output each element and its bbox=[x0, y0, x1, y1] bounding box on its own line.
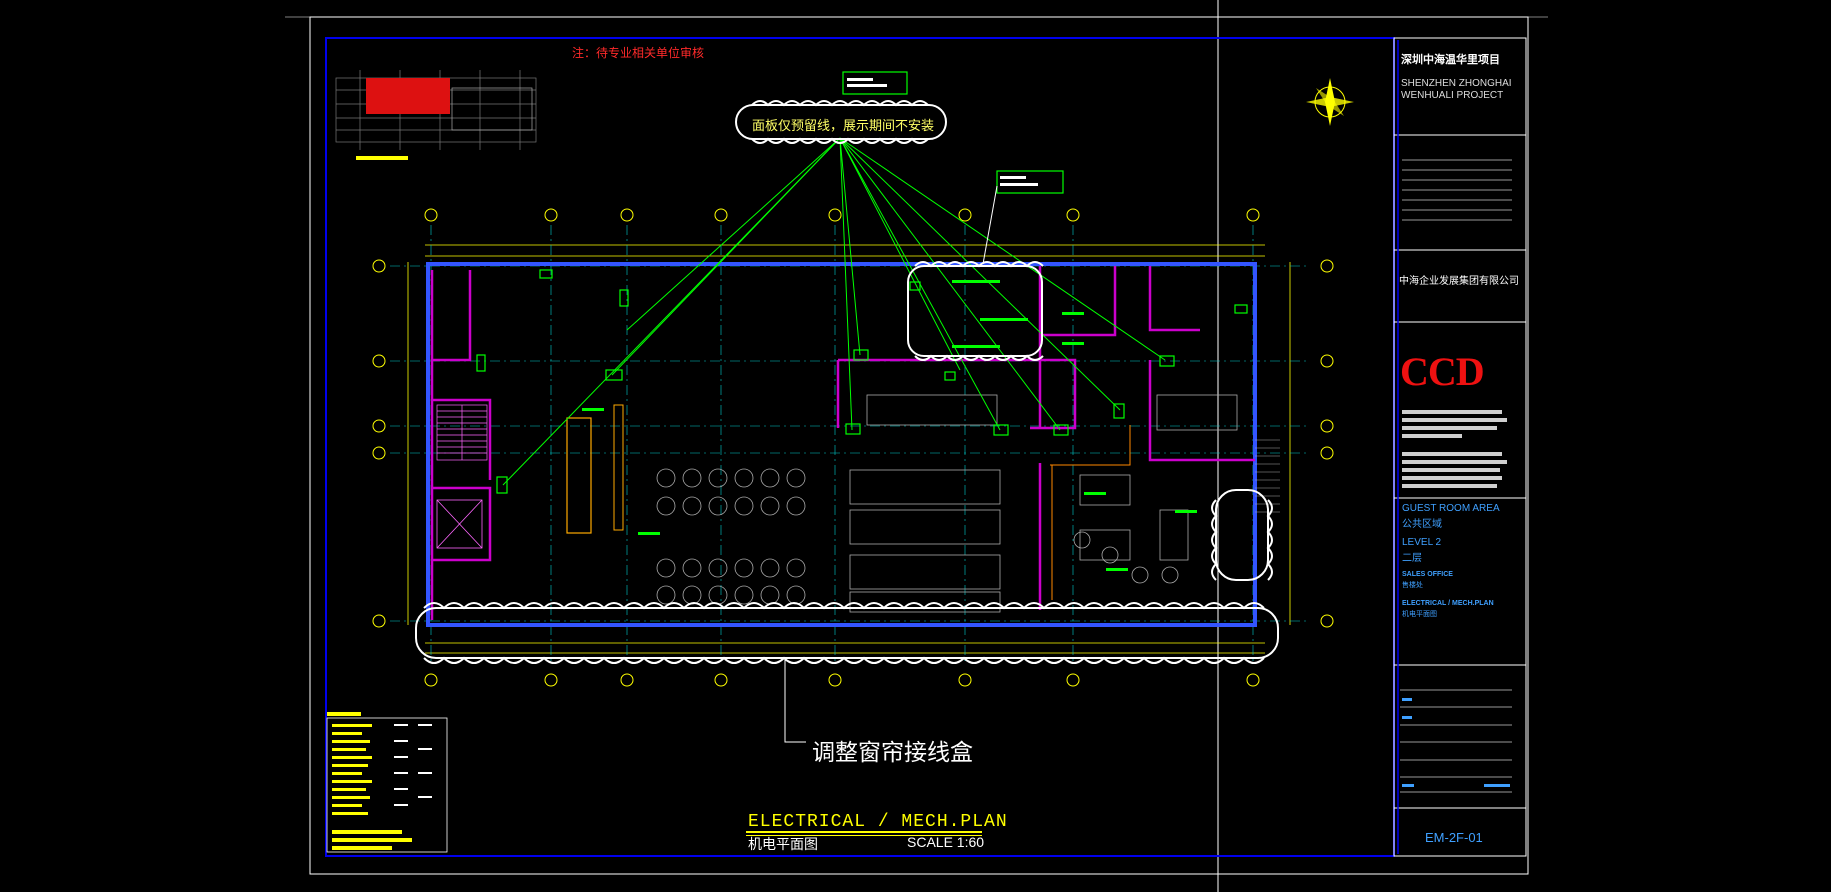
revision-cloud-center bbox=[907, 261, 1044, 361]
callout-box-1-text bbox=[847, 78, 873, 81]
grid-bubbles bbox=[372, 208, 1334, 687]
revision-cloud-right bbox=[1211, 489, 1273, 581]
drawing-title: ELECTRICAL / MECH.PLAN bbox=[748, 812, 1008, 832]
office-en: SALES OFFICE bbox=[1402, 571, 1453, 578]
callout-box-2-text bbox=[1000, 176, 1026, 179]
callout-2-leader bbox=[982, 185, 998, 265]
title-underline-thin bbox=[746, 835, 982, 836]
callout-box-2-text2 bbox=[1000, 183, 1038, 186]
title-block-frame bbox=[1393, 37, 1527, 857]
outlet-symbols bbox=[476, 269, 1248, 494]
project-name-cn: 深圳中海温华里项目 bbox=[1401, 54, 1500, 66]
sheet-title-cn: 机电平面图 bbox=[1402, 611, 1437, 618]
review-note: 注：待专业相关单位审核 bbox=[572, 46, 705, 60]
area-en: GUEST ROOM AREA bbox=[1402, 503, 1500, 514]
callout-box-2 bbox=[996, 170, 1064, 194]
orange-wiring bbox=[1050, 425, 1131, 466]
callout-box-1 bbox=[842, 71, 908, 95]
legend-table bbox=[326, 712, 448, 853]
sheet-number: EM-2F-01 bbox=[1425, 830, 1483, 845]
level-en: LEVEL 2 bbox=[1402, 537, 1442, 548]
furniture-tables bbox=[656, 394, 1238, 613]
project-name-en-line1: SHENZHEN ZHONGHAI bbox=[1401, 78, 1512, 89]
leader-lines bbox=[502, 137, 1166, 486]
office-cn: 售楼处 bbox=[1402, 582, 1423, 589]
drawing-scale: SCALE 1:60 bbox=[907, 834, 985, 850]
revision-cloud-bottom bbox=[415, 602, 1279, 664]
client-company: 中海企业发展集团有限公司 bbox=[1399, 276, 1519, 287]
key-plan-highlight bbox=[366, 78, 450, 114]
staircase bbox=[436, 404, 488, 461]
right-stair bbox=[1255, 439, 1280, 513]
interior-walls bbox=[430, 266, 1255, 620]
callout-box-1-text2 bbox=[847, 84, 887, 87]
key-plan-label bbox=[356, 156, 408, 160]
tb-redacted-blocks bbox=[1402, 410, 1507, 488]
revision-cloud-top bbox=[735, 100, 947, 144]
compass-rose-icon bbox=[1306, 78, 1354, 126]
tb-revision-lines bbox=[1400, 159, 1512, 793]
ccd-logo: CCD bbox=[1400, 349, 1485, 394]
counter-right bbox=[613, 404, 624, 531]
building-outline bbox=[426, 262, 1257, 627]
panel-note: 面板仅预留线，展示期间不安装 bbox=[752, 118, 935, 133]
curtain-leader bbox=[784, 660, 806, 743]
display-counter bbox=[566, 417, 592, 534]
tb-blue-marks bbox=[1402, 698, 1510, 787]
dimension-lines bbox=[407, 244, 1291, 654]
drawing-title-cn: 机电平面图 bbox=[748, 836, 818, 852]
elevator-shaft bbox=[436, 499, 483, 549]
project-name-en: SHENZHEN ZHONGHAI WENHUALI PROJECT bbox=[1401, 78, 1512, 102]
sheet-title-en: ELECTRICAL / MECH.PLAN bbox=[1402, 600, 1494, 607]
area-cn: 公共区域 bbox=[1402, 519, 1442, 530]
level-cn: 二层 bbox=[1402, 553, 1422, 564]
curtain-note: 调整窗帘接线盒 bbox=[812, 739, 973, 765]
project-name-en-line2: WENHUALI PROJECT bbox=[1401, 90, 1504, 101]
device-labels bbox=[582, 280, 1197, 571]
